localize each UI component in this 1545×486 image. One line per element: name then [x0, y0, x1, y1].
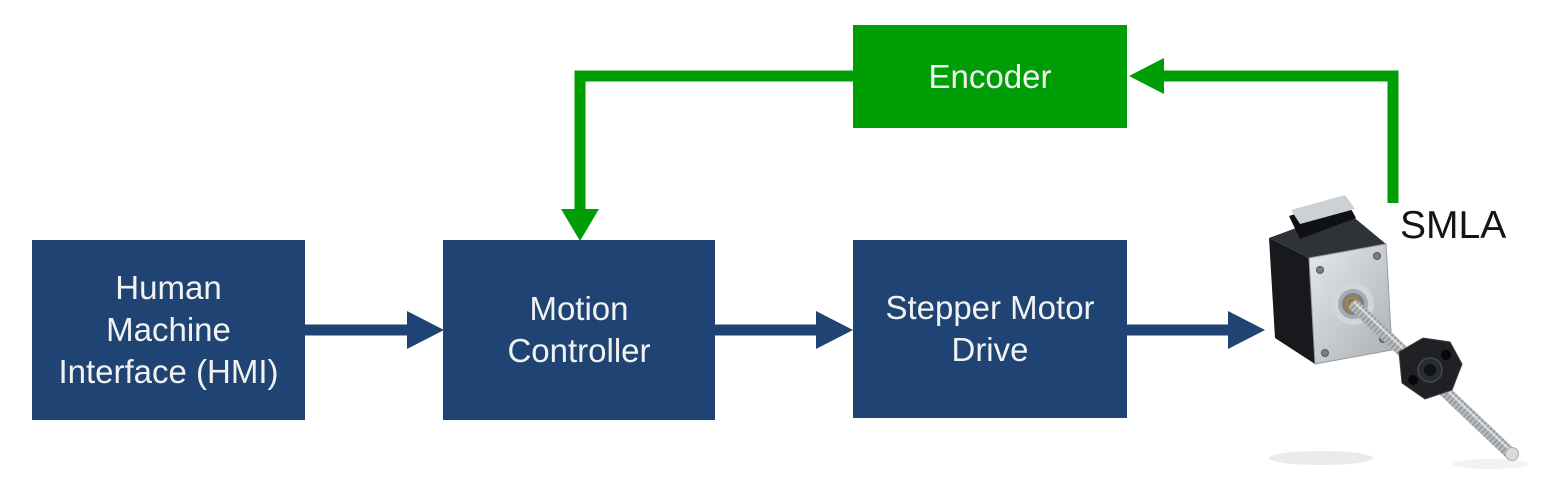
arrow-encoder-to-controller-head	[561, 209, 599, 241]
motion-controller-box: Motion Controller	[443, 240, 715, 420]
arrow-encoder-to-controller-shaft	[574, 70, 853, 209]
hmi-box-label: Human Machine Interface (HMI)	[58, 269, 279, 390]
smla-label: SMLA	[1400, 204, 1507, 247]
arrow-smla-to-encoder-shaft	[1164, 70, 1399, 203]
motor-body	[1269, 195, 1393, 365]
arrow-hmi-to-controller-head	[407, 311, 444, 349]
lead-screw	[1349, 300, 1519, 461]
stepper-motor-drive-box: Stepper Motor Drive	[853, 240, 1127, 418]
motor-shadow	[1269, 451, 1529, 469]
hmi-box: Human Machine Interface (HMI)	[32, 240, 305, 420]
arrow-controller-to-drive-head	[816, 311, 853, 349]
encoder-box-label: Encoder	[928, 57, 1052, 95]
motion-controller-box-label: Motion Controller	[507, 290, 651, 369]
stepper-motor-drive-box-label: Stepper Motor Drive	[885, 289, 1095, 368]
arrow-drive-to-smla-head	[1228, 311, 1265, 349]
encoder-box: Encoder	[853, 25, 1127, 128]
flange-nut	[1398, 337, 1463, 400]
arrow-smla-to-encoder-head	[1129, 58, 1164, 94]
